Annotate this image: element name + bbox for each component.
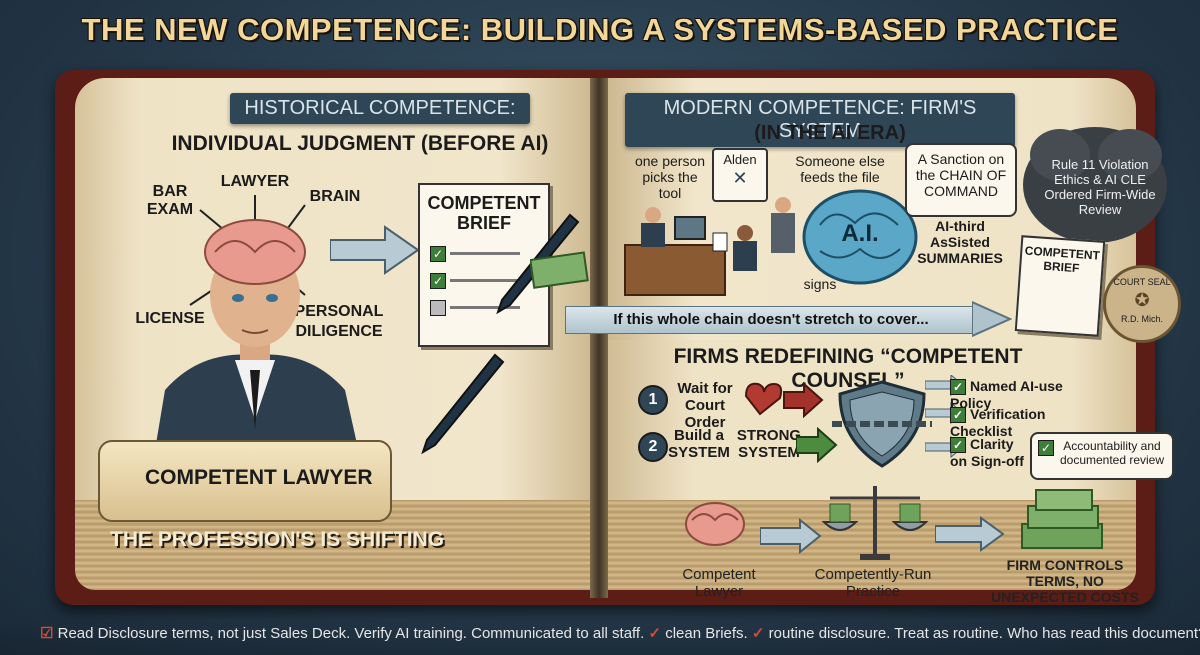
accountability-text: Accountability and documented review	[1059, 439, 1165, 467]
checkmark-icon: ✓	[751, 625, 765, 642]
tool-card: Alden ✕	[712, 148, 768, 202]
ai-third-text: AI-third AsSisted SUMMARIES	[917, 218, 1003, 266]
label-bar-exam: BAR EXAM	[146, 183, 194, 218]
ai-brain-illustration	[802, 189, 918, 285]
left-banner: HISTORICAL COMPETENCE:	[230, 93, 530, 124]
eagle-icon: ✪	[1134, 290, 1150, 311]
sanction-text: A Sanction on the CHAIN OF COMMAND	[915, 151, 1007, 199]
step-1-text: Wait for Court Order	[677, 380, 733, 431]
shield-icon	[832, 380, 932, 468]
sanction-bubble: A Sanction on the CHAIN OF COMMAND	[905, 143, 1017, 217]
check-icon: ✓	[950, 437, 966, 454]
firm-controls-label: FIRM CONTROLS TERMS, NO UNEXPECTED COSTS	[991, 557, 1139, 605]
competent-brief-card: COMPETENT BRIEF ✓ ✓	[418, 183, 550, 347]
broken-heart-arrow-icon	[744, 381, 824, 419]
check-icon: ✓	[950, 379, 966, 396]
check-item-signoff: ✓Clarity on Sign-off	[950, 436, 1030, 469]
footer-part-1: Read Disclosure terms, not just Sales De…	[57, 625, 645, 642]
arrow-to-money	[935, 516, 1005, 552]
empty-checkbox-icon	[430, 299, 446, 316]
step-1-number: 1	[638, 385, 668, 415]
competent-lawyer-scroll: COMPETENT LAWYER	[98, 440, 392, 522]
label-brain: BRAIN	[309, 188, 361, 205]
right-heading: (IN THE AI ERA)	[754, 122, 906, 144]
arrow-to-brief	[330, 225, 420, 275]
check-item-text: Clarity on Sign-off	[950, 436, 1024, 470]
violation-text: Rule 11 Violation Ethics & AI CLE Ordere…	[1044, 157, 1156, 217]
right-banner: MODERN COMPETENCE: FIRM'S SYSTEM	[625, 93, 1015, 147]
signs-text: signs	[803, 276, 837, 292]
brain-icon	[685, 502, 745, 546]
footer-bar	[0, 620, 1200, 655]
chain-arrow-bar: If this whole chain doesn't stretch to c…	[565, 306, 977, 334]
ai-label: A.I.	[841, 220, 879, 247]
check-item-checklist: ✓Verification Checklist	[950, 406, 1100, 439]
burnt-brief-title: COMPETENT BRIEF	[1024, 243, 1101, 276]
smoke-cloud	[1023, 127, 1167, 243]
check-icon: ✓	[1038, 440, 1054, 456]
accountability-bubble: ✓ Accountability and documented review	[1030, 432, 1174, 480]
profession-shifting-text: THE PROFESSION'S IS SHIFTING	[110, 528, 445, 551]
page-title: THE NEW COMPETENCE: BUILDING A SYSTEMS-B…	[81, 12, 1119, 47]
checkmark-icon: ✓	[648, 625, 662, 642]
tool-name: Alden	[723, 152, 757, 167]
label-lawyer: LAWYER	[220, 173, 290, 190]
strong-system-text: STRONG SYSTEM	[736, 427, 802, 461]
scale-icon	[821, 486, 929, 560]
chain-arrow-head	[972, 300, 1012, 338]
seal-top-text: COURT SEAL	[1113, 277, 1171, 287]
check-icon: ✓	[430, 272, 446, 289]
footer-part-2: clean Briefs.	[665, 625, 748, 642]
office-scene-illustration	[624, 197, 795, 296]
cash-icon	[530, 251, 589, 289]
court-seal: COURT SEAL ✪ R.D. Mich.	[1103, 265, 1181, 343]
tools-icon: ✕	[732, 168, 748, 189]
check-icon: ✓	[430, 245, 446, 262]
step-2-text: Build a SYSTEM	[668, 427, 730, 461]
competent-lawyer-label: Competent Lawyer	[682, 566, 756, 600]
burnt-brief-card: COMPETENT BRIEF	[1014, 235, 1106, 337]
scroll-label: COMPETENT LAWYER	[145, 466, 373, 489]
green-arrow-icon	[796, 427, 838, 463]
step-2-number: 2	[638, 432, 668, 462]
competently-run-label: Competently-Run Practice	[814, 566, 932, 600]
money-stack-icon	[1021, 489, 1103, 549]
seal-bottom-text: R.D. Mich.	[1120, 314, 1163, 324]
check-item-text: Verification Checklist	[950, 406, 1046, 440]
pen-icon	[421, 353, 505, 455]
label-license: LICENSE	[135, 310, 205, 327]
check-icon: ✓	[950, 407, 966, 424]
label-personal-diligence: PERSONAL DILIGENCE	[294, 303, 384, 340]
check-item-policy: ✓Named AI-use Policy	[950, 378, 1100, 411]
left-heading: INDIVIDUAL JUDGMENT (BEFORE AI)	[171, 132, 549, 155]
brief-title: COMPETENT BRIEF	[427, 193, 541, 233]
footer-part-3: routine disclosure. Treat as routine. Wh…	[768, 625, 1200, 642]
one-person-text: one person picks the tool	[634, 153, 706, 201]
checkmark-icon: ☑	[40, 625, 54, 642]
someone-else-text: Someone else feeds the file	[795, 153, 885, 185]
arrow-to-scale	[760, 518, 822, 554]
footer-text: ☑ Read Disclosure terms, not just Sales …	[40, 624, 1200, 642]
book-spine	[590, 78, 608, 598]
